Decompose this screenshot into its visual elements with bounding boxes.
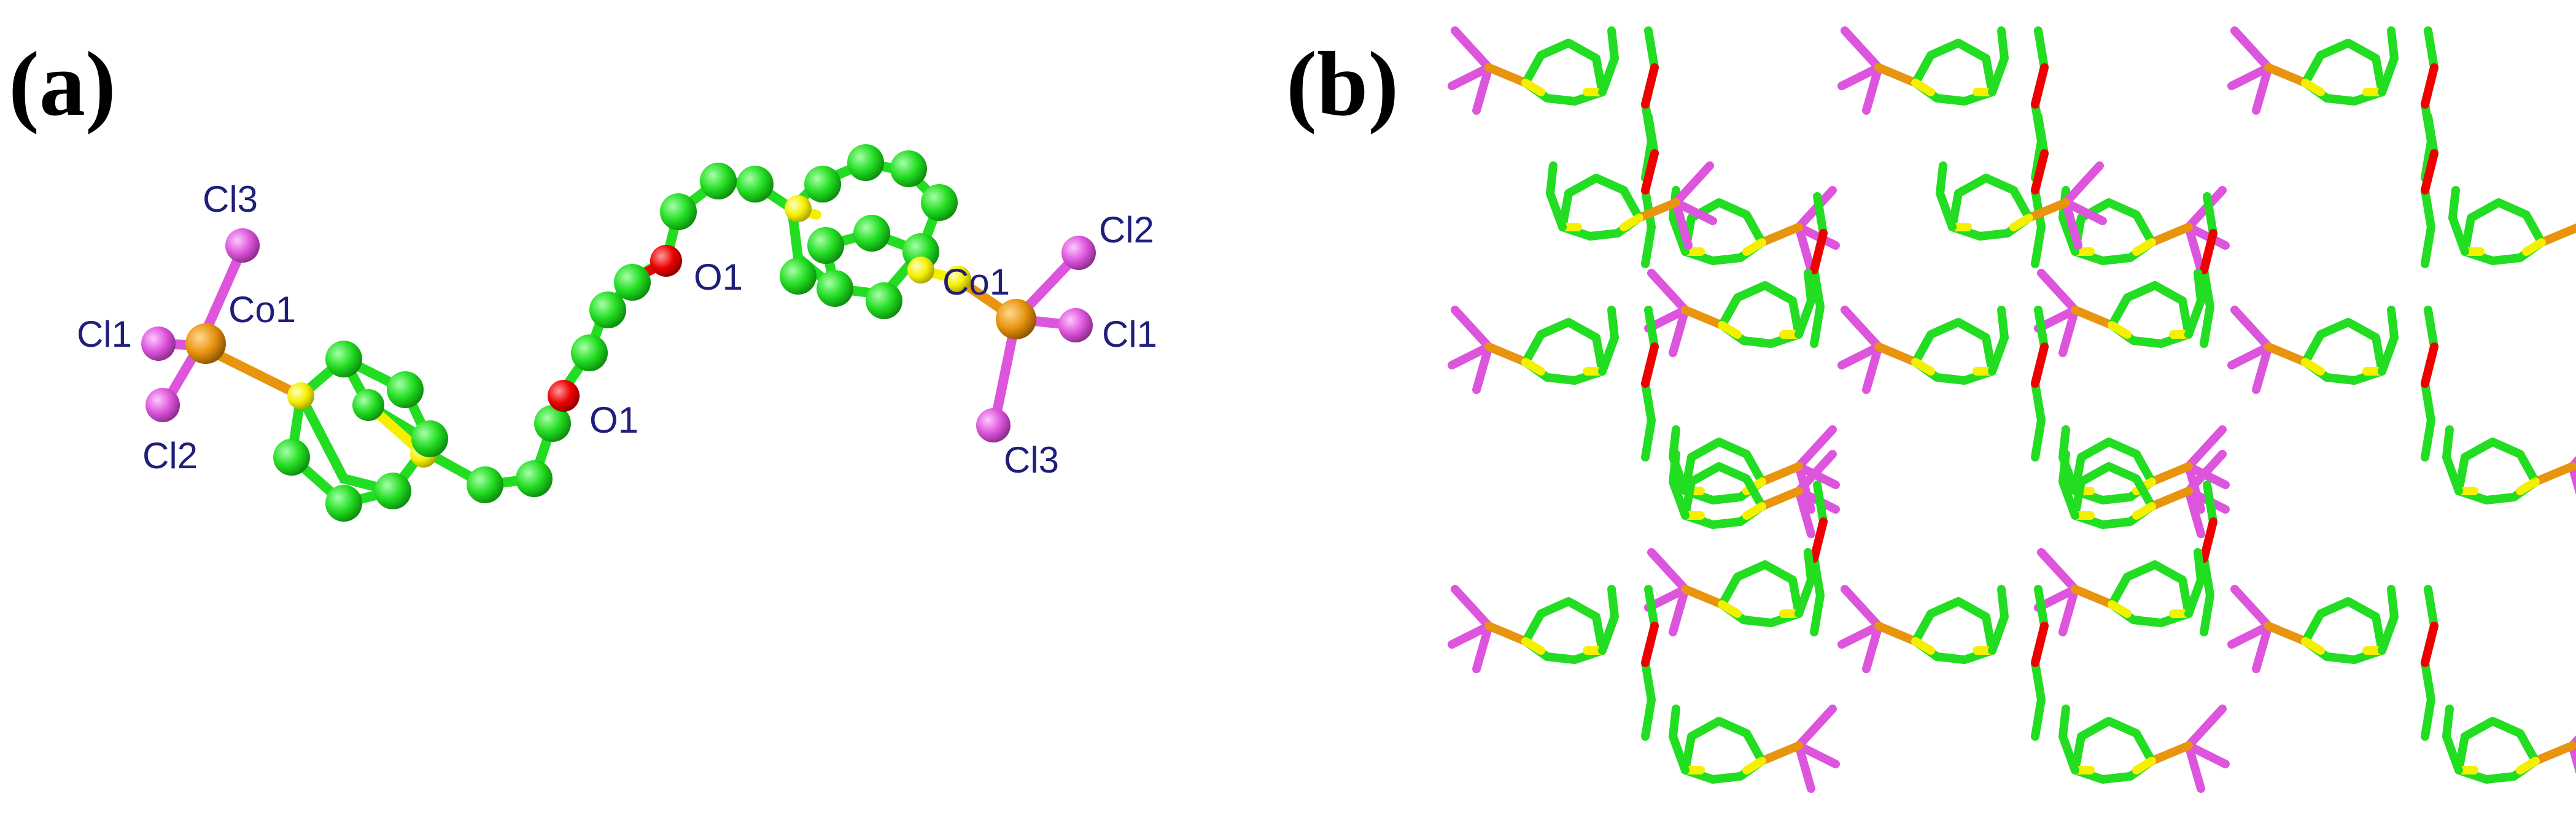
atom-s-left xyxy=(287,382,314,409)
atom-cl2-right xyxy=(1061,236,1096,270)
atom-label-cl3-left: Cl3 xyxy=(203,179,258,220)
atom-cl3-left xyxy=(225,228,260,263)
atom-o1-upper xyxy=(650,245,682,277)
atom-o1-lower xyxy=(548,380,580,412)
molecule-ball-and-stick: Cl3 Cl1 Co1 Cl2 O1 O1 Cl2 Co1 Cl1 Cl3 xyxy=(77,144,1157,522)
atom-s-right xyxy=(785,195,812,222)
atom-co1-right xyxy=(996,299,1036,339)
atom-label-cl1-right: Cl1 xyxy=(1102,314,1157,355)
atom-cl1-right xyxy=(1058,308,1093,342)
atom-label-o1-upper: O1 xyxy=(694,257,743,298)
atom-label-co1-right: Co1 xyxy=(942,261,1010,303)
atom-label-cl2-right: Cl2 xyxy=(1099,209,1154,250)
panel-label-b: (b) xyxy=(1286,33,1399,135)
atom-cl2-left xyxy=(145,388,180,422)
atom-cl1-left xyxy=(141,326,176,361)
atom-label-cl1-left: Cl1 xyxy=(77,314,132,355)
crystal-packing-diagram xyxy=(1452,31,2576,789)
atom-label-cl3-right: Cl3 xyxy=(1004,439,1059,481)
atom-co1-left xyxy=(185,323,226,364)
atom-label-o1-lower: O1 xyxy=(589,400,638,441)
panel-label-a: (a) xyxy=(9,33,116,135)
atom-label-co1-left: Co1 xyxy=(228,289,296,330)
atom-s-right-2 xyxy=(944,266,971,293)
atom-cl3-right xyxy=(976,408,1011,442)
atom-label-cl2-left: Cl2 xyxy=(142,435,198,476)
